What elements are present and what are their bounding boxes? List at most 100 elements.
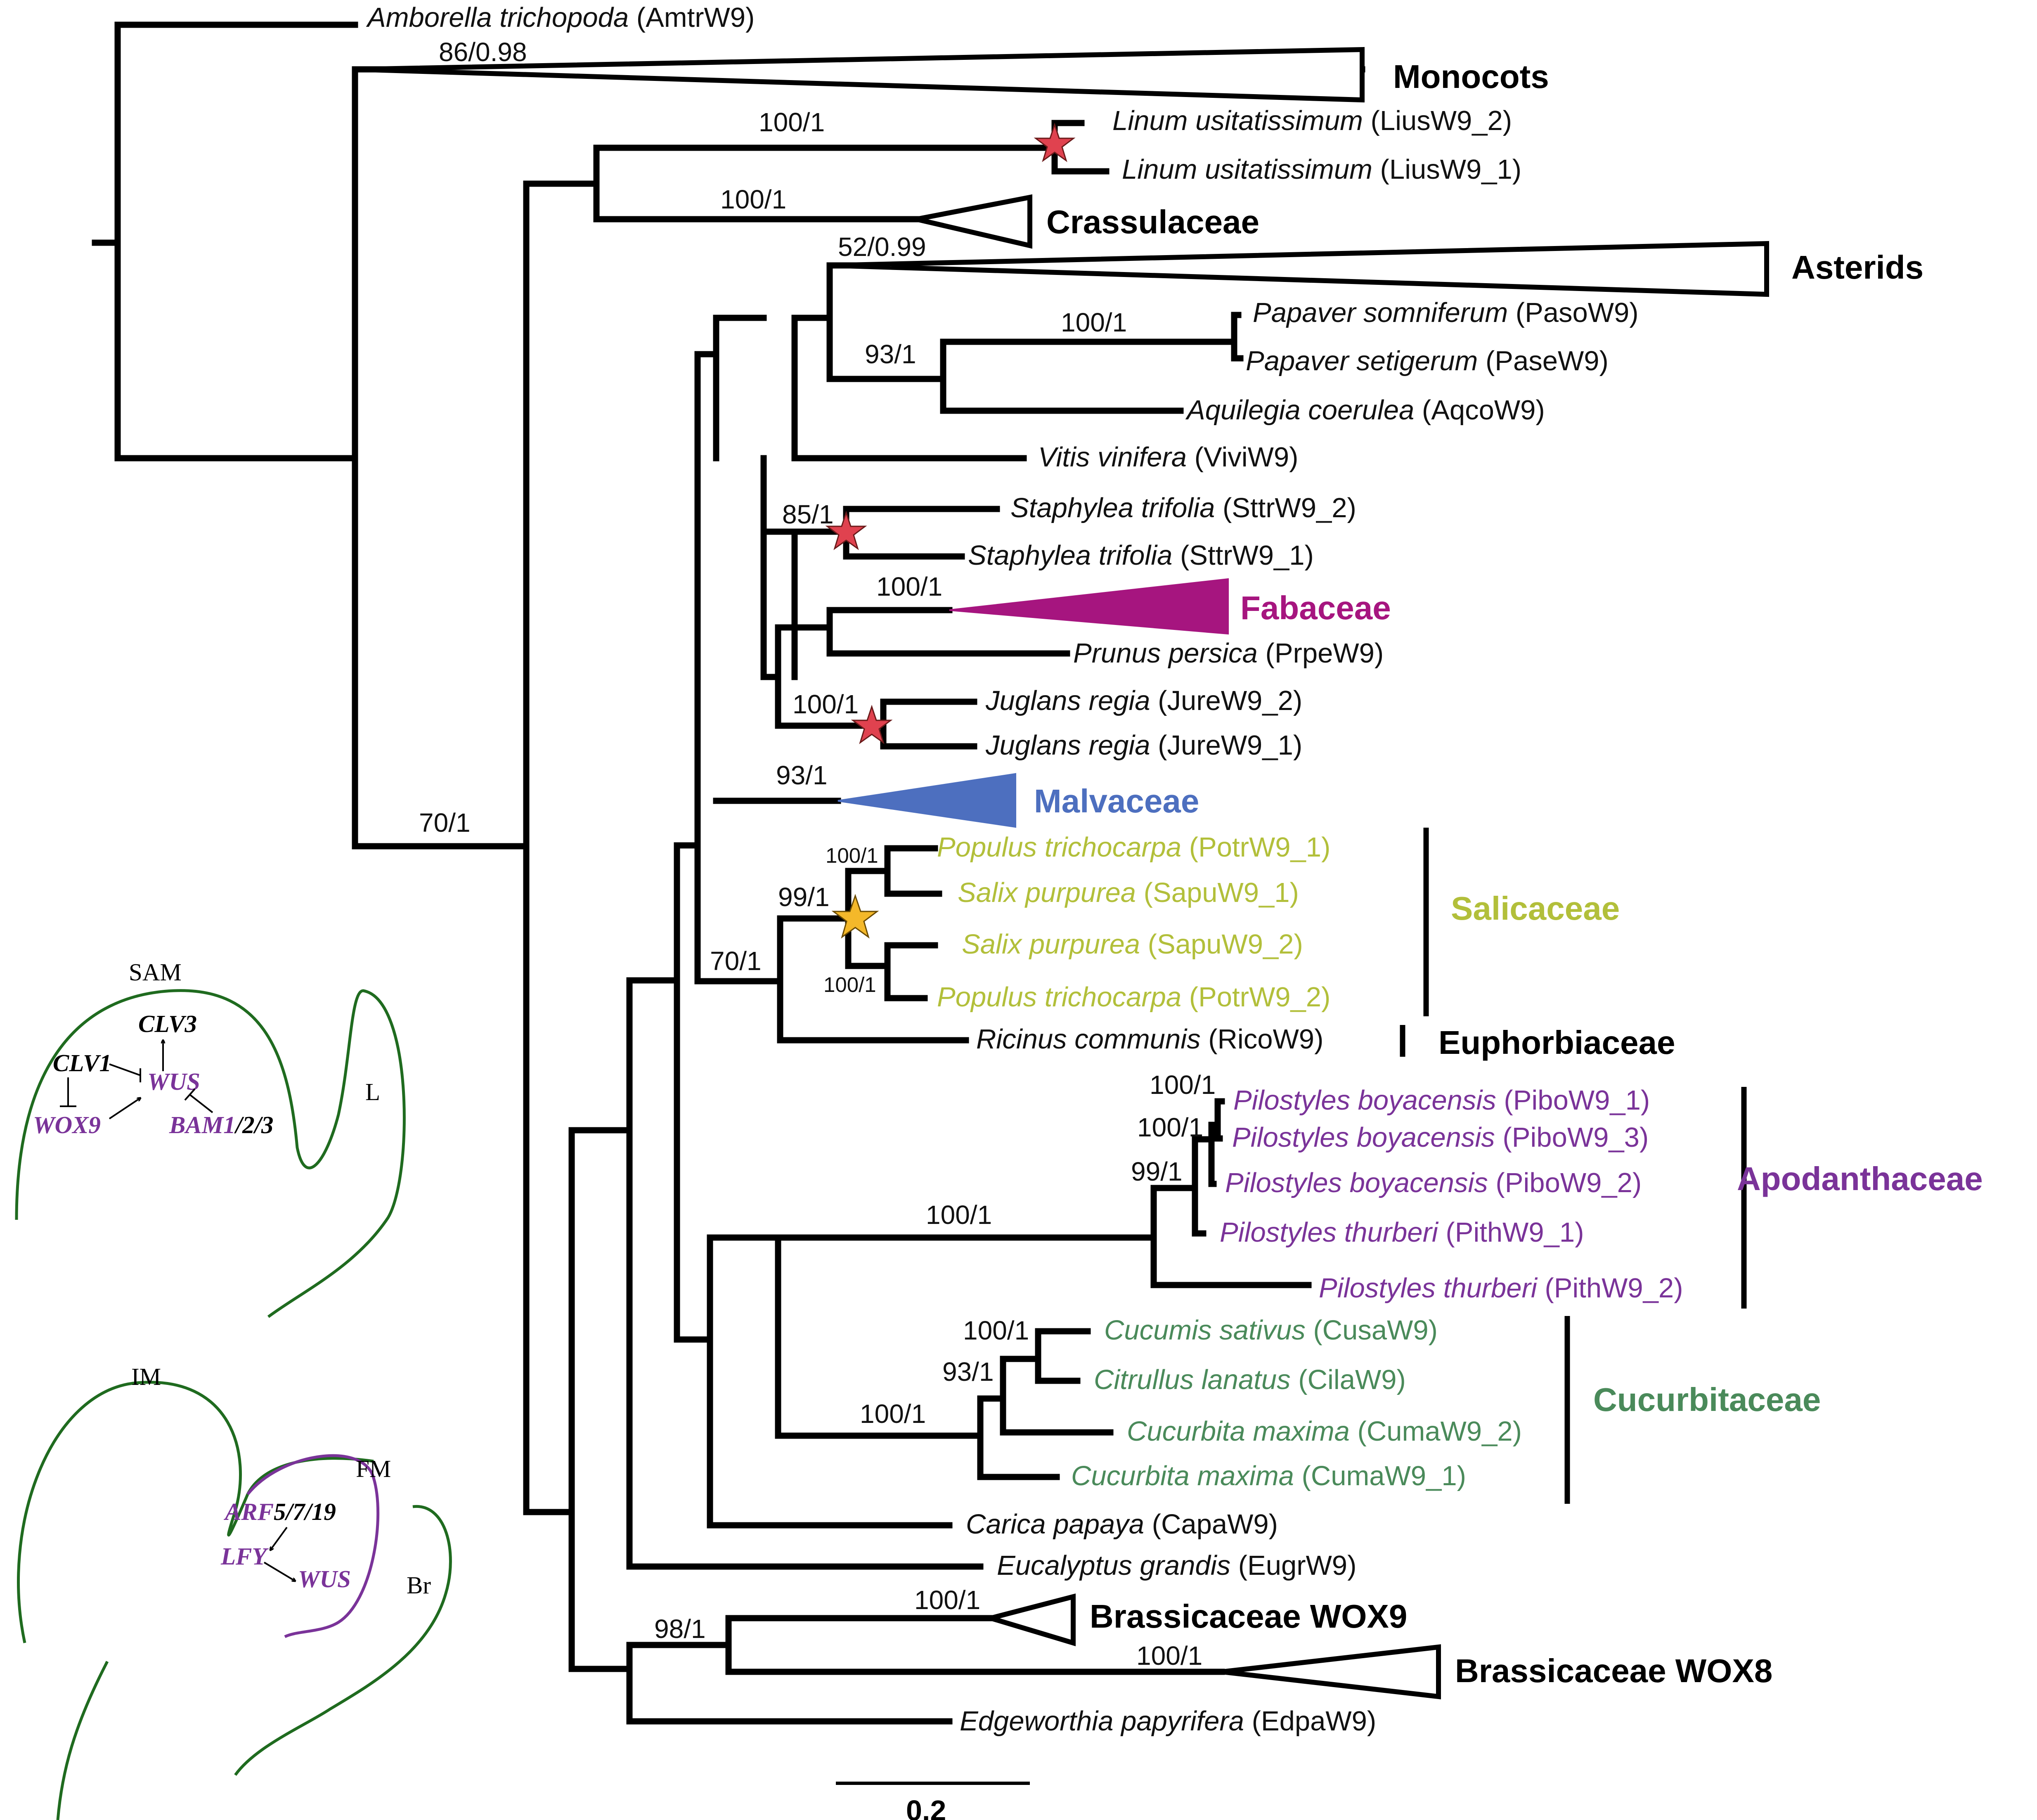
support-label: 93/1 — [776, 760, 828, 790]
support-label: 100/1 — [1136, 1641, 1202, 1671]
gene-clv3: CLV3 — [138, 1010, 197, 1037]
support-label: 100/1 — [963, 1316, 1029, 1345]
support-label: 100/1 — [823, 973, 876, 996]
leaf-cucumis: Cucumis sativus (CusaW9) — [1104, 1315, 1438, 1346]
gene-clv1: CLV1 — [53, 1049, 111, 1077]
clade-names: Monocots Crassulaceae Asterids Fabaceae … — [1034, 58, 1983, 1689]
duplication-stars — [825, 123, 1076, 939]
leaf-juglans-2: Juglans regia (JureW9_2) — [985, 685, 1302, 716]
gene-wus: WUS — [147, 1068, 200, 1095]
support-label: 100/1 — [759, 107, 825, 137]
leaf-staphylea-2: Staphylea trifolia (SttrW9_2) — [1010, 492, 1356, 523]
leaf-papaver-setigerum: Papaver setigerum (PaseW9) — [1246, 346, 1609, 376]
leaf-cucurbita-2: Cucurbita maxima (CumaW9_2) — [1127, 1416, 1522, 1447]
leaf-populus-1: Populus trichocarpa (PotrW9_1) — [937, 832, 1330, 863]
support-label: 99/1 — [1131, 1157, 1183, 1186]
clade-monocots: Monocots — [1393, 58, 1549, 95]
support-label: 70/1 — [419, 808, 471, 838]
leaf-aquilegia: Aquilegia coerulea (AqcoW9) — [1185, 395, 1545, 426]
sam-cartoon: SAM CLV3 CLV1 WUS WOX9 BAM1/2/3 L — [15, 959, 406, 1318]
gene-wus-fm: WUS — [298, 1565, 351, 1593]
support-label: 100/1 — [793, 689, 859, 719]
clade-crassulaceae: Crassulaceae — [1046, 204, 1259, 240]
gene-bam: BAM1/2/3 — [169, 1111, 273, 1138]
leaf-papaver-somniferum: Papaver somniferum (PasoW9) — [1253, 297, 1639, 328]
clade-triangle-fabaceae — [949, 578, 1229, 635]
clade-triangle-brassicaceae-wox9 — [981, 1593, 1076, 1647]
support-label: 86/0.98 — [439, 37, 527, 67]
clade-brassicaceae-wox8: Brassicaceae WOX8 — [1455, 1652, 1772, 1689]
support-label: 100/1 — [826, 844, 878, 867]
support-label: 100/1 — [720, 185, 786, 214]
clade-triangle-asterids — [829, 241, 1769, 297]
support-label: 85/1 — [782, 499, 834, 529]
support-label: 100/1 — [1150, 1070, 1216, 1100]
leaf-linum-2: Linum usitatissimum (LiusW9_2) — [1112, 105, 1512, 136]
gene-wox9: WOX9 — [33, 1111, 101, 1138]
support-label: 100/1 — [876, 572, 942, 601]
support-values: 86/0.98 100/1 100/1 52/0.99 100/1 93/1 8… — [419, 37, 1216, 1671]
leaf-amborella: Amborella trichopoda (AmtrW9) — [366, 2, 755, 33]
yellow-star-icon — [831, 894, 879, 939]
leaf-populus-2: Populus trichocarpa (PotrW9_2) — [937, 982, 1330, 1013]
clade-triangle-brassicaceae-wox8 — [1221, 1644, 1441, 1699]
leaf-linum-1: Linum usitatissimum (LiusW9_1) — [1122, 154, 1521, 185]
sam-title: SAM — [129, 959, 182, 986]
clade-brassicaceae-wox9: Brassicaceae WOX9 — [1090, 1598, 1407, 1635]
scale-bar-label: 0.2 — [906, 1794, 946, 1820]
leaf-prunus: Prunus persica (PrpeW9) — [1073, 638, 1384, 669]
clade-cucurbitaceae: Cucurbitaceae — [1593, 1381, 1821, 1418]
leaf-pilostyles-thurberi-2: Pilostyles thurberi (PithW9_2) — [1319, 1273, 1683, 1304]
red-star-icon — [851, 705, 893, 744]
leaf-pilostyles-boyacensis-1: Pilostyles boyacensis (PiboW9_1) — [1233, 1085, 1650, 1116]
leaf-carica: Carica papaya (CapaW9) — [966, 1509, 1278, 1540]
clade-bars — [1400, 828, 1747, 1504]
gene-lfy: LFY — [220, 1543, 269, 1570]
leaf-pilostyles-boyacensis-3: Pilostyles boyacensis (PiboW9_3) — [1232, 1122, 1649, 1153]
collapsed-clades — [355, 47, 1769, 1699]
support-label: 100/1 — [860, 1399, 926, 1429]
clade-triangle-malvaceae — [838, 773, 1016, 828]
support-label: 100/1 — [1061, 308, 1127, 337]
clade-fabaceae: Fabaceae — [1240, 589, 1391, 626]
leaf-primordium-label: L — [365, 1078, 380, 1105]
leaf-pilostyles-thurberi-1: Pilostyles thurberi (PithW9_1) — [1220, 1217, 1584, 1248]
im-cartoon: IM FM ARF5/7/19 LFY WUS Br — [17, 1363, 452, 1820]
support-label: 100/1 — [1137, 1112, 1203, 1142]
support-label: 98/1 — [654, 1614, 706, 1644]
support-label: 100/1 — [914, 1585, 980, 1615]
red-star-icon — [1034, 123, 1076, 162]
leaf-vitis: Vitis vinifera (ViviW9) — [1038, 442, 1298, 473]
red-star-icon — [825, 511, 867, 550]
clade-euphorbiaceae: Euphorbiaceae — [1438, 1024, 1675, 1061]
im-title: IM — [131, 1363, 161, 1390]
leaf-staphylea-1: Staphylea trifolia (SttrW9_1) — [968, 540, 1314, 571]
support-label: 93/1 — [942, 1357, 994, 1387]
support-label: 52/0.99 — [838, 232, 926, 262]
leaf-pilostyles-boyacensis-2: Pilostyles boyacensis (PiboW9_2) — [1225, 1167, 1642, 1198]
support-label: 93/1 — [865, 339, 916, 369]
fm-label: FM — [356, 1455, 391, 1482]
support-label: 70/1 — [710, 946, 762, 976]
support-label: 99/1 — [778, 882, 830, 912]
clade-triangle-monocots — [355, 47, 1365, 103]
support-label: 100/1 — [926, 1200, 992, 1230]
clade-asterids: Asterids — [1791, 249, 1923, 286]
leaf-eucalyptus: Eucalyptus grandis (EugrW9) — [997, 1550, 1356, 1581]
leaf-edgeworthia: Edgeworthia papyrifera (EdpaW9) — [960, 1706, 1376, 1737]
leaf-cucurbita-1: Cucurbita maxima (CumaW9_1) — [1071, 1460, 1466, 1491]
clade-triangle-crassulaceae — [916, 194, 1032, 249]
leaf-citrullus: Citrullus lanatus (CilaW9) — [1094, 1364, 1406, 1395]
gene-arf: ARF5/7/19 — [223, 1498, 336, 1525]
leaf-ricinus: Ricinus communis (RicoW9) — [976, 1024, 1323, 1055]
leaf-salix-1: Salix purpurea (SapuW9_1) — [958, 877, 1299, 908]
leaf-juglans-1: Juglans regia (JureW9_1) — [985, 730, 1302, 761]
scale-bar: 0.2 — [836, 1782, 1030, 1820]
clade-malvaceae: Malvaceae — [1034, 783, 1199, 819]
bract-label: Br — [407, 1571, 431, 1599]
leaf-labels: Amborella trichopoda (AmtrW9) Linum usit… — [366, 2, 1683, 1737]
clade-salicaceae: Salicaceae — [1451, 890, 1620, 927]
leaf-salix-2: Salix purpurea (SapuW9_2) — [962, 929, 1303, 960]
clade-apodanthaceae: Apodanthaceae — [1737, 1160, 1983, 1197]
